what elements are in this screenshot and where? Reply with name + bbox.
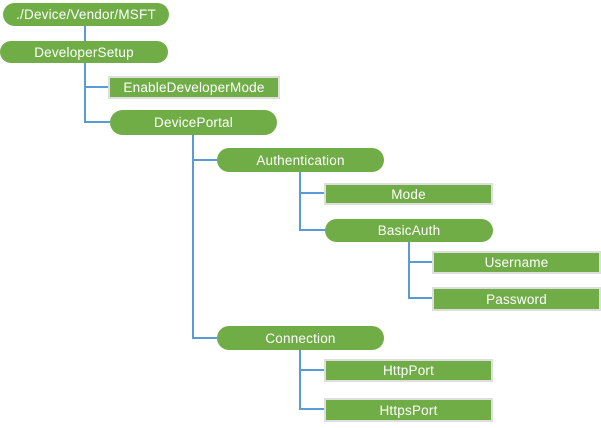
node-connection: Connection xyxy=(217,326,384,350)
connector-to-httpsport xyxy=(299,408,324,410)
node-http-port: HttpPort xyxy=(324,359,493,382)
connector-to-httpport xyxy=(299,369,324,371)
connector-to-password xyxy=(408,297,432,299)
connector-to-connection xyxy=(192,337,217,339)
connector-msft-developersetup xyxy=(84,26,86,41)
node-device-portal: DevicePortal xyxy=(110,110,277,135)
node-developer-setup: DeveloperSetup xyxy=(0,41,168,63)
connector-to-authentication xyxy=(192,159,217,161)
node-msft-root: ./Device/Vendor/MSFT xyxy=(3,3,169,26)
node-basic-auth: BasicAuth xyxy=(325,219,493,242)
connector-deviceportal-trunk xyxy=(192,135,194,338)
node-mode: Mode xyxy=(324,183,493,205)
node-enable-developer-mode: EnableDeveloperMode xyxy=(108,76,280,99)
node-authentication: Authentication xyxy=(217,148,384,172)
connector-to-basicauth xyxy=(299,229,325,231)
connector-to-mode xyxy=(299,192,324,194)
connector-to-username xyxy=(408,261,432,263)
connector-basicauth-trunk xyxy=(408,242,410,299)
connector-connection-trunk xyxy=(299,350,301,410)
connector-authentication-trunk xyxy=(299,172,301,230)
node-https-port: HttpsPort xyxy=(324,398,493,422)
node-password: Password xyxy=(432,287,601,311)
connector-to-deviceportal xyxy=(84,121,110,123)
node-username: Username xyxy=(432,251,601,274)
connector-to-enabledevelopermode xyxy=(84,86,108,88)
connector-developersetup-trunk xyxy=(84,63,86,123)
